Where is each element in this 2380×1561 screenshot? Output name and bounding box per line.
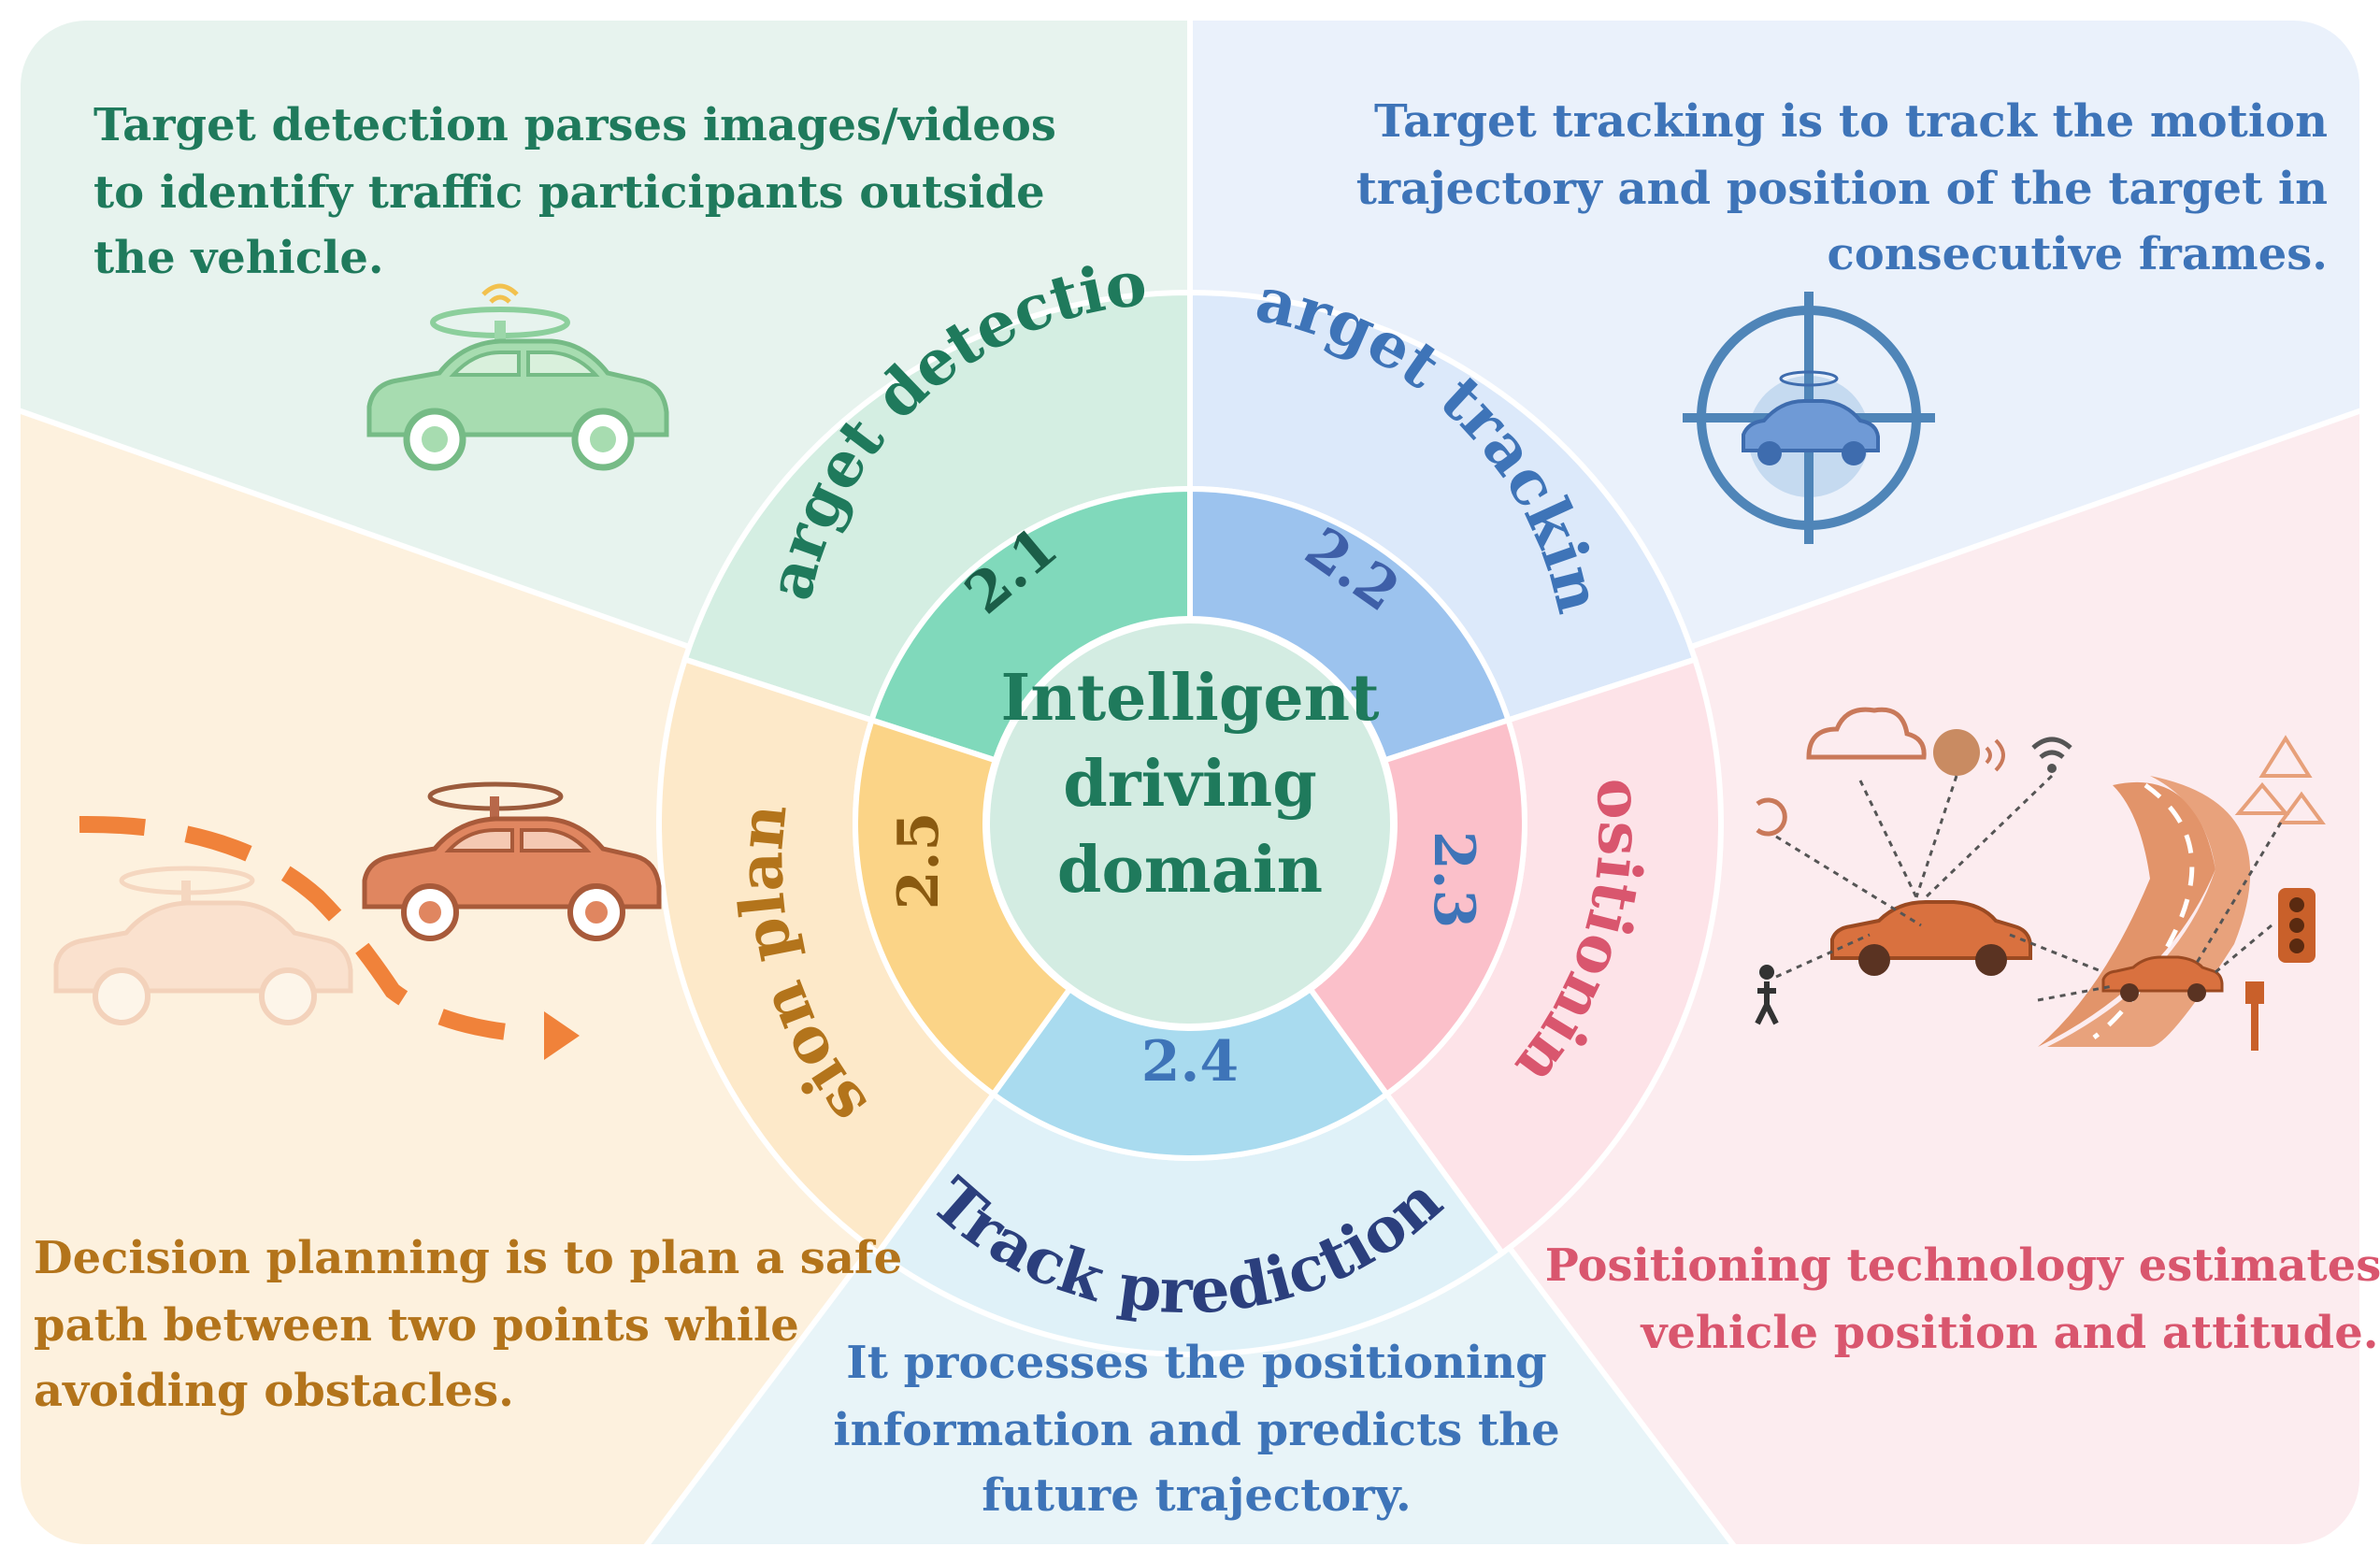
description-line: the vehicle. <box>93 232 384 284</box>
planning-illustration <box>53 781 662 1060</box>
description-line: to identify traffic participants outside <box>93 166 1045 219</box>
description-tracking: Target tracking is to track the motion t… <box>1356 95 2328 280</box>
sector-bg-planning <box>21 404 1190 1544</box>
sector-bg-positioning <box>1190 404 2359 1544</box>
building-icon <box>2234 735 2326 824</box>
description-line: avoiding obstacles. <box>34 1365 514 1417</box>
signal-icon <box>1985 738 2005 772</box>
outer-ring <box>656 289 1724 1357</box>
description-prediction: It processes the positioning information… <box>833 1337 1559 1522</box>
orange-car-icon <box>362 781 662 941</box>
satellite-icon <box>1933 729 1980 776</box>
positioning-car-icon <box>1830 900 2032 976</box>
autonomous-car-icon <box>366 283 669 471</box>
inner-ring <box>853 485 1527 1161</box>
wifi-icon <box>2031 737 2072 760</box>
crosshair-target-icon <box>1683 292 1935 544</box>
description-positioning: Positioning technology estimates vehicle… <box>1545 1239 2380 1359</box>
positioning-illustration <box>1755 707 2326 1051</box>
small-car-icon <box>2101 955 2224 1002</box>
pedestrian-icon <box>1755 965 1779 1025</box>
magnet-icon <box>1756 797 1787 837</box>
description-line: consecutive frames. <box>1828 228 2328 280</box>
description-line: path between two points while <box>34 1299 799 1352</box>
cloud-icon <box>1806 707 1927 760</box>
section-number-positioning: 2.3 <box>1421 831 1486 928</box>
center-label-line2: driving <box>1063 747 1317 822</box>
description-line: Positioning technology estimates <box>1545 1239 2380 1292</box>
center-label-line3: domain <box>1057 833 1323 908</box>
description-line: It processes the positioning <box>846 1337 1546 1389</box>
description-line: future trajectory. <box>982 1469 1411 1522</box>
center-circle <box>982 616 1398 1031</box>
street-lamp-icon <box>2245 981 2264 1051</box>
description-detection: Target detection parses images/videos to… <box>93 99 1056 284</box>
ghost-car-icon <box>53 866 353 1025</box>
description-planning: Decision planning is to plan a safe path… <box>34 1232 902 1417</box>
center-label-line1: Intelligent <box>1000 661 1380 736</box>
description-line: vehicle position and attitude. <box>1641 1307 2379 1359</box>
description-line: trajectory and position of the target in <box>1356 163 2328 215</box>
description-line: Target detection parses images/videos <box>93 99 1056 151</box>
arrow-head-icon <box>544 1011 580 1060</box>
description-line: Target tracking is to track the motion <box>1374 95 2328 148</box>
connection-lines <box>1775 774 2283 1002</box>
section-number-planning: 2.5 <box>886 812 952 909</box>
description-line: information and predicts the <box>833 1404 1559 1456</box>
section-number-prediction: 2.4 <box>1141 1029 1239 1095</box>
traffic-light-icon <box>2278 888 2315 963</box>
road-icon <box>2038 781 2215 1047</box>
description-line: Decision planning is to plan a safe <box>34 1232 902 1284</box>
